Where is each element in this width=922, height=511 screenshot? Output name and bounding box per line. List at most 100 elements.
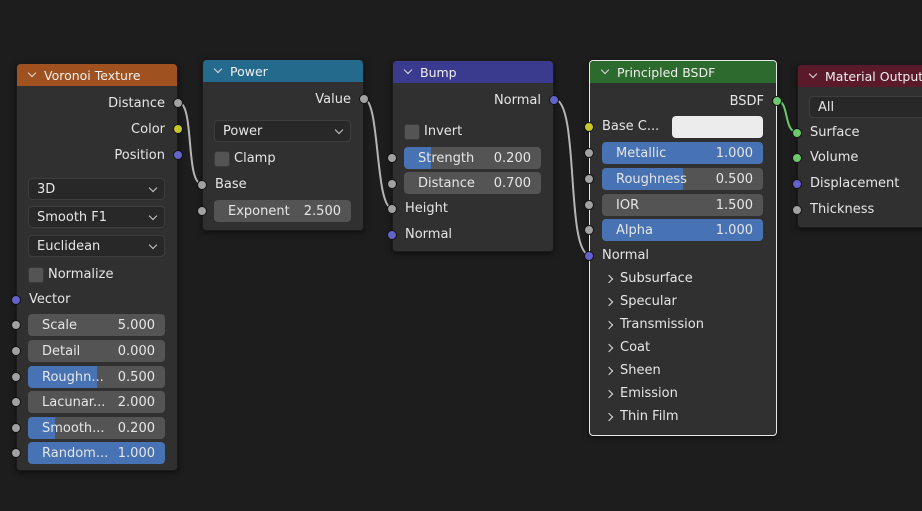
- strength-socket[interactable]: [387, 153, 397, 163]
- chevron-down-icon[interactable]: [808, 69, 818, 79]
- material-output-node[interactable]: Material Output All Surface Volume Displ…: [792, 64, 922, 228]
- color-socket[interactable]: [173, 124, 183, 134]
- voronoi-field[interactable]: Roughn... 0.500: [28, 366, 165, 388]
- voronoi-field-socket[interactable]: [11, 397, 21, 407]
- field-value: 1.000: [715, 222, 753, 238]
- voronoi-field-socket[interactable]: [11, 372, 21, 382]
- output-header[interactable]: Material Output: [798, 65, 922, 87]
- bsdf-field-socket[interactable]: [584, 174, 594, 184]
- normalize-checkbox[interactable]: [28, 267, 44, 283]
- voronoi-field-socket[interactable]: [11, 423, 21, 433]
- strength-field[interactable]: Strength 0.200: [404, 147, 541, 169]
- volume-socket[interactable]: [792, 153, 802, 163]
- chevron-down-icon: [148, 211, 158, 220]
- bsdf-field-socket[interactable]: [584, 200, 594, 210]
- panel-thin-film[interactable]: Thin Film: [604, 409, 679, 424]
- field-value: 0.500: [117, 369, 155, 385]
- output-position-label: Position: [114, 147, 165, 163]
- bump-header[interactable]: Bump: [393, 61, 553, 83]
- distance-in-socket[interactable]: [387, 179, 397, 189]
- field-label: Roughn...: [42, 369, 104, 385]
- panel-specular[interactable]: Specular: [604, 294, 677, 309]
- height-socket[interactable]: [387, 204, 397, 214]
- vector-label: Vector: [29, 292, 71, 307]
- value-socket[interactable]: [359, 94, 369, 104]
- voronoi-field-socket[interactable]: [11, 448, 21, 458]
- distance-metric-dropdown[interactable]: Euclidean: [28, 235, 165, 257]
- panel-label: Subsurface: [620, 271, 693, 286]
- voronoi-field-socket[interactable]: [11, 346, 21, 356]
- base-color-socket[interactable]: [584, 122, 594, 132]
- bsdf-socket[interactable]: [772, 96, 782, 106]
- output-color-label: Color: [131, 121, 165, 137]
- chevron-down-icon: [334, 125, 344, 134]
- volume-label: Volume: [810, 150, 859, 165]
- chevron-down-icon: [148, 183, 158, 192]
- distance-field[interactable]: Distance 0.700: [404, 172, 541, 194]
- position-socket[interactable]: [173, 150, 183, 160]
- operation-dropdown[interactable]: Power: [214, 120, 351, 142]
- power-header[interactable]: Power: [203, 60, 363, 82]
- output-color: Color: [17, 119, 183, 139]
- chevron-down-icon[interactable]: [27, 68, 37, 78]
- voronoi-field[interactable]: Random...1.000: [28, 442, 165, 464]
- voronoi-field-socket[interactable]: [11, 320, 21, 330]
- chevron-right-icon: [604, 366, 614, 376]
- voronoi-texture-node[interactable]: Voronoi Texture Distance Color Position …: [11, 63, 183, 471]
- surface-socket[interactable]: [792, 128, 802, 138]
- bsdf-field-socket[interactable]: [584, 148, 594, 158]
- displacement-socket[interactable]: [792, 179, 802, 189]
- panel-emission[interactable]: Emission: [604, 386, 678, 401]
- vector-socket[interactable]: [11, 295, 21, 305]
- chevron-down-icon[interactable]: [600, 65, 610, 75]
- bump-normal-label: Normal: [405, 227, 453, 242]
- field-label: Scale: [42, 317, 77, 333]
- chevron-right-icon: [604, 412, 614, 422]
- thickness-socket[interactable]: [792, 205, 802, 215]
- feature-dropdown[interactable]: Smooth F1: [28, 206, 165, 228]
- chevron-down-icon[interactable]: [403, 65, 413, 75]
- base-socket[interactable]: [197, 180, 207, 190]
- panel-coat[interactable]: Coat: [604, 340, 650, 355]
- field-value: 1.500: [715, 197, 753, 213]
- chevron-down-icon[interactable]: [213, 64, 223, 74]
- field-label: Lacunar...: [42, 394, 106, 410]
- output-normal-label: Normal: [493, 92, 541, 108]
- power-node[interactable]: Power Value Power Clamp Base Exponent 2.…: [197, 59, 369, 231]
- target-dropdown[interactable]: All: [809, 96, 922, 118]
- panel-label: Thin Film: [620, 409, 679, 424]
- bump-node[interactable]: Bump Normal Invert Strength 0.200 Distan…: [387, 60, 559, 252]
- panel-sheen[interactable]: Sheen: [604, 363, 661, 378]
- field-fill: [602, 142, 763, 164]
- invert-checkbox[interactable]: [404, 124, 420, 140]
- bump-normal-in-socket[interactable]: [387, 230, 397, 240]
- distance-socket[interactable]: [173, 98, 183, 108]
- panel-subsurface[interactable]: Subsurface: [604, 271, 693, 286]
- exponent-field[interactable]: Exponent 2.500: [214, 200, 351, 222]
- bsdf-field-socket[interactable]: [584, 225, 594, 235]
- bump-normal-out-socket[interactable]: [549, 95, 559, 105]
- bsdf-normal-socket[interactable]: [584, 251, 594, 261]
- panel-transmission[interactable]: Transmission: [604, 317, 704, 332]
- field-label: Metallic: [616, 145, 667, 161]
- voronoi-title: Voronoi Texture: [44, 67, 141, 83]
- voronoi-field[interactable]: Smooth...0.200: [28, 417, 165, 439]
- panel-label: Transmission: [620, 317, 704, 332]
- exponent-socket[interactable]: [197, 206, 207, 216]
- clamp-checkbox[interactable]: [214, 151, 230, 167]
- field-label: Detail: [42, 343, 81, 359]
- distance-label: Distance: [418, 175, 475, 191]
- voronoi-field[interactable]: Lacunar...2.000: [28, 391, 165, 413]
- bsdf-header[interactable]: Principled BSDF: [590, 61, 776, 83]
- voronoi-header[interactable]: Voronoi Texture: [17, 64, 177, 86]
- dimensions-dropdown[interactable]: 3D: [28, 178, 165, 200]
- base-color-swatch[interactable]: [672, 116, 763, 138]
- field-value: 1.000: [117, 445, 155, 461]
